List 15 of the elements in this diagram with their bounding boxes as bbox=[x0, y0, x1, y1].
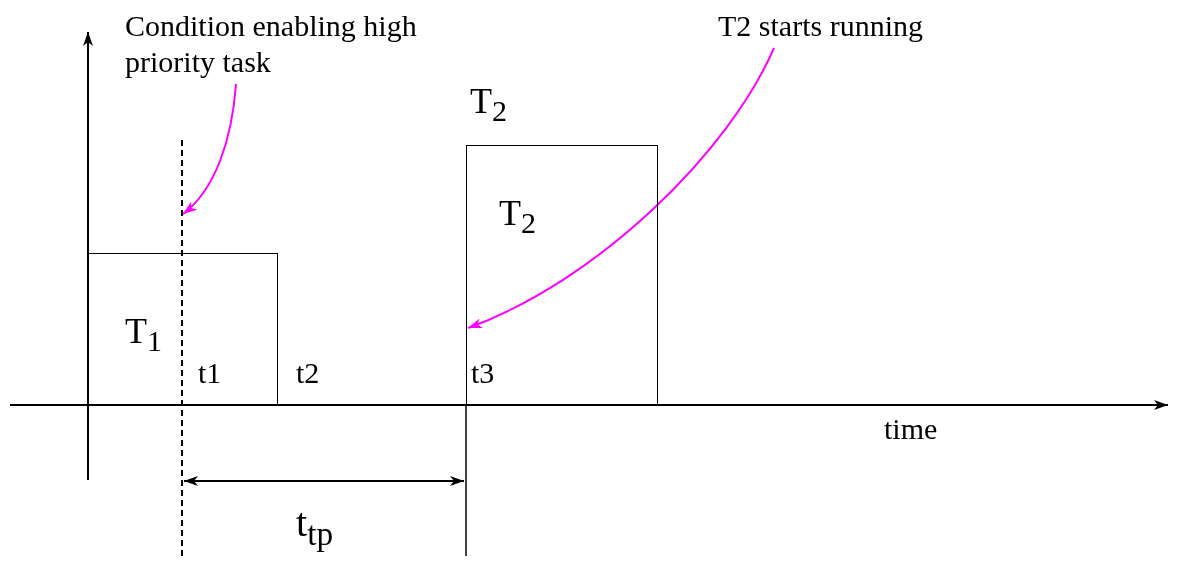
task-label: T$_{2}$ bbox=[470, 84, 507, 129]
task-bar bbox=[88, 253, 278, 406]
dashed-marker-line bbox=[181, 140, 185, 556]
time-label: t3 bbox=[471, 356, 495, 390]
leader-line bbox=[467, 47, 775, 329]
time-label: t2 bbox=[296, 356, 320, 390]
dimension-label: t$_{tp}$ bbox=[296, 500, 334, 554]
task-bar bbox=[466, 145, 658, 406]
annotation-text: T2 starts running bbox=[718, 8, 1018, 46]
time-label: t1 bbox=[198, 356, 222, 390]
annotation-text: Condition enabling high priority task bbox=[125, 8, 485, 80]
task-label: T$_{1}$ bbox=[125, 314, 162, 359]
axis-label: time bbox=[884, 412, 938, 446]
task-label: T$_{2}$ bbox=[499, 196, 536, 241]
leader-line bbox=[182, 83, 237, 215]
